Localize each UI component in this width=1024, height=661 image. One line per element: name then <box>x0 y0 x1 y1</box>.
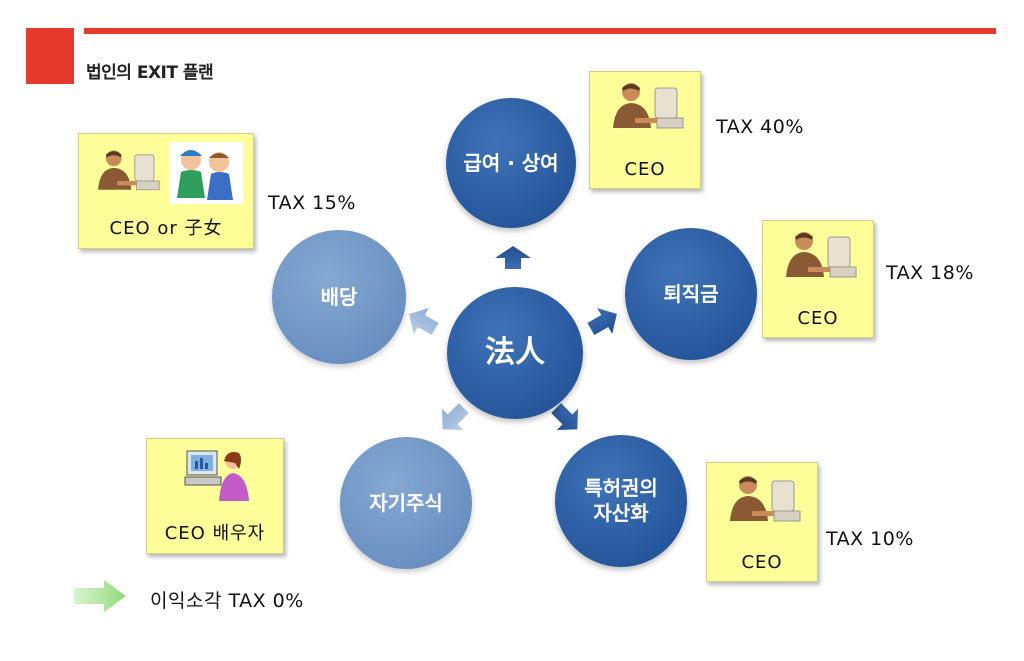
arrow-right-icon <box>587 308 617 336</box>
node-patent-label-1: 특허권의 <box>584 476 658 500</box>
salary-recipient: CEO <box>624 159 666 180</box>
dividend-recipient: CEO or 子女 <box>109 218 223 239</box>
legend-label: 이익소각 TAX 0% <box>150 590 304 612</box>
treasury-recipient-box: CEO 배우자 <box>146 438 284 554</box>
node-center: 法人 <box>447 287 583 419</box>
salary-tax: TAX 40% <box>716 116 804 138</box>
node-salary: 급여 · 상여 <box>446 98 576 228</box>
page-title: 법인의 EXIT 플랜 <box>86 63 214 83</box>
arrow-lower-left-icon <box>441 403 469 431</box>
node-dividend-label: 배당 <box>320 284 358 309</box>
header-rule <box>84 28 996 34</box>
severance-tax: TAX 18% <box>886 262 974 284</box>
legend-arrow-icon <box>74 580 126 612</box>
arrow-lower-right-icon <box>551 403 579 431</box>
header-accent-block <box>26 28 74 84</box>
treasury-recipient: CEO 배우자 <box>164 523 266 544</box>
dividend-tax: TAX 15% <box>268 192 356 214</box>
arrow-left-icon <box>409 308 439 336</box>
node-treasury: 자기주식 <box>340 437 472 569</box>
businessman-computer-icon <box>98 150 160 191</box>
salary-recipient-box: CEO <box>589 71 701 189</box>
node-patent: 특허권의 자산화 <box>555 435 687 567</box>
businessman-computer-icon <box>786 232 857 278</box>
node-dividend: 배당 <box>272 230 406 364</box>
arrow-up-icon <box>495 246 531 269</box>
node-salary-label: 급여 · 상여 <box>463 150 559 175</box>
children-icon <box>169 142 243 204</box>
node-center-label: 法人 <box>485 335 545 371</box>
node-severance-label: 퇴직금 <box>663 281 719 306</box>
severance-recipient-box: CEO <box>762 220 874 338</box>
node-patent-label-2: 자산화 <box>593 501 649 525</box>
patent-recipient-box: CEO <box>706 462 818 582</box>
businessman-computer-icon <box>730 476 801 522</box>
dividend-recipient-box: CEO or 子女 <box>78 133 254 249</box>
woman-computer-icon <box>184 450 249 501</box>
node-treasury-label: 자기주식 <box>369 490 443 515</box>
node-severance: 퇴직금 <box>625 228 757 360</box>
severance-recipient: CEO <box>797 308 839 329</box>
patent-recipient: CEO <box>741 552 783 573</box>
businessman-computer-icon <box>613 83 684 129</box>
patent-tax: TAX 10% <box>826 528 914 550</box>
